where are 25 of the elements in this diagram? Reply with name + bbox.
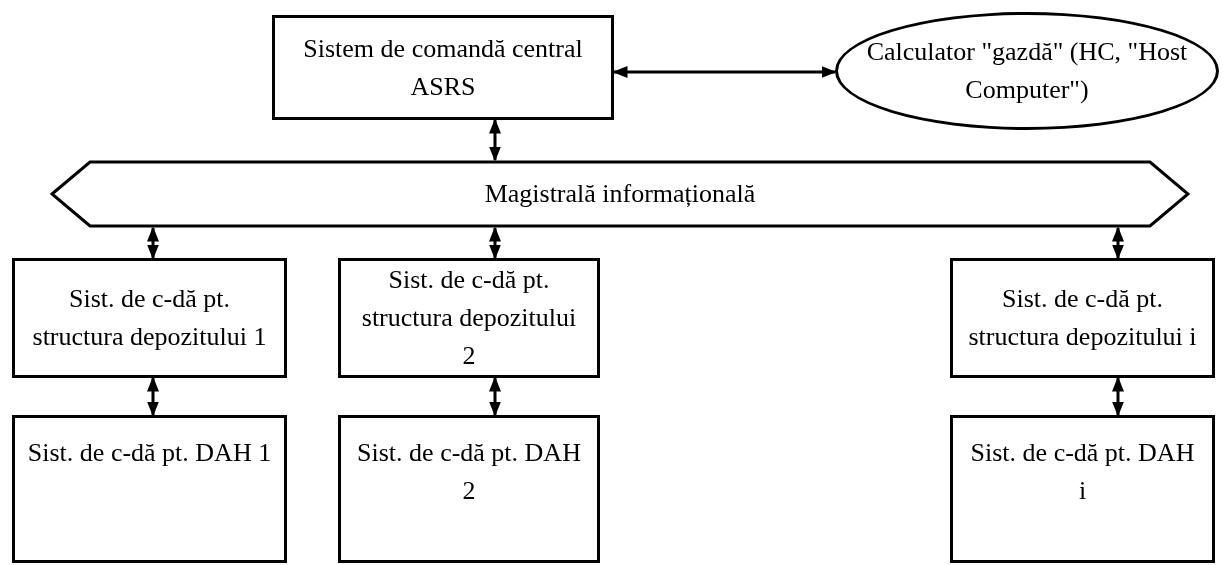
connector-arrow: [147, 226, 159, 260]
node-label: Sistem de comandă central ASRS: [302, 32, 584, 103]
process-box: [950, 258, 1215, 378]
node-label: Sist. de c-dă pt. DAH 2: [356, 437, 582, 507]
process-box: [338, 415, 600, 563]
connector-arrow: [489, 118, 501, 162]
connector-arrow: [612, 66, 837, 78]
node-label: Sist. de c-dă pt. structura depozitului 1: [31, 283, 268, 353]
connector-arrow: [1112, 226, 1124, 260]
node-label: Calculator "gazdă" (HC, "Host Computer"): [865, 36, 1189, 106]
process-box: [12, 415, 287, 563]
node-label: Sist. de c-dă pt. structura depozitului i: [967, 283, 1198, 353]
connector-arrow: [147, 376, 159, 417]
connector-arrow: [489, 226, 501, 260]
bus-hexagon: [50, 160, 1190, 228]
node-label: Magistrală informațională: [484, 178, 756, 210]
connector-arrow: [489, 376, 501, 417]
node-label: Sist. de c-dă pt. DAH i: [969, 437, 1196, 507]
connector-arrow: [1112, 376, 1124, 417]
node-label: Sist. de c-dă pt. DAH 1: [27, 437, 272, 469]
process-box: [950, 415, 1215, 563]
process-box: [338, 258, 600, 378]
process-box: [272, 15, 614, 120]
node-label: Sist. de c-dă pt. structura depozitului 2: [360, 264, 578, 372]
process-box: [12, 258, 287, 378]
